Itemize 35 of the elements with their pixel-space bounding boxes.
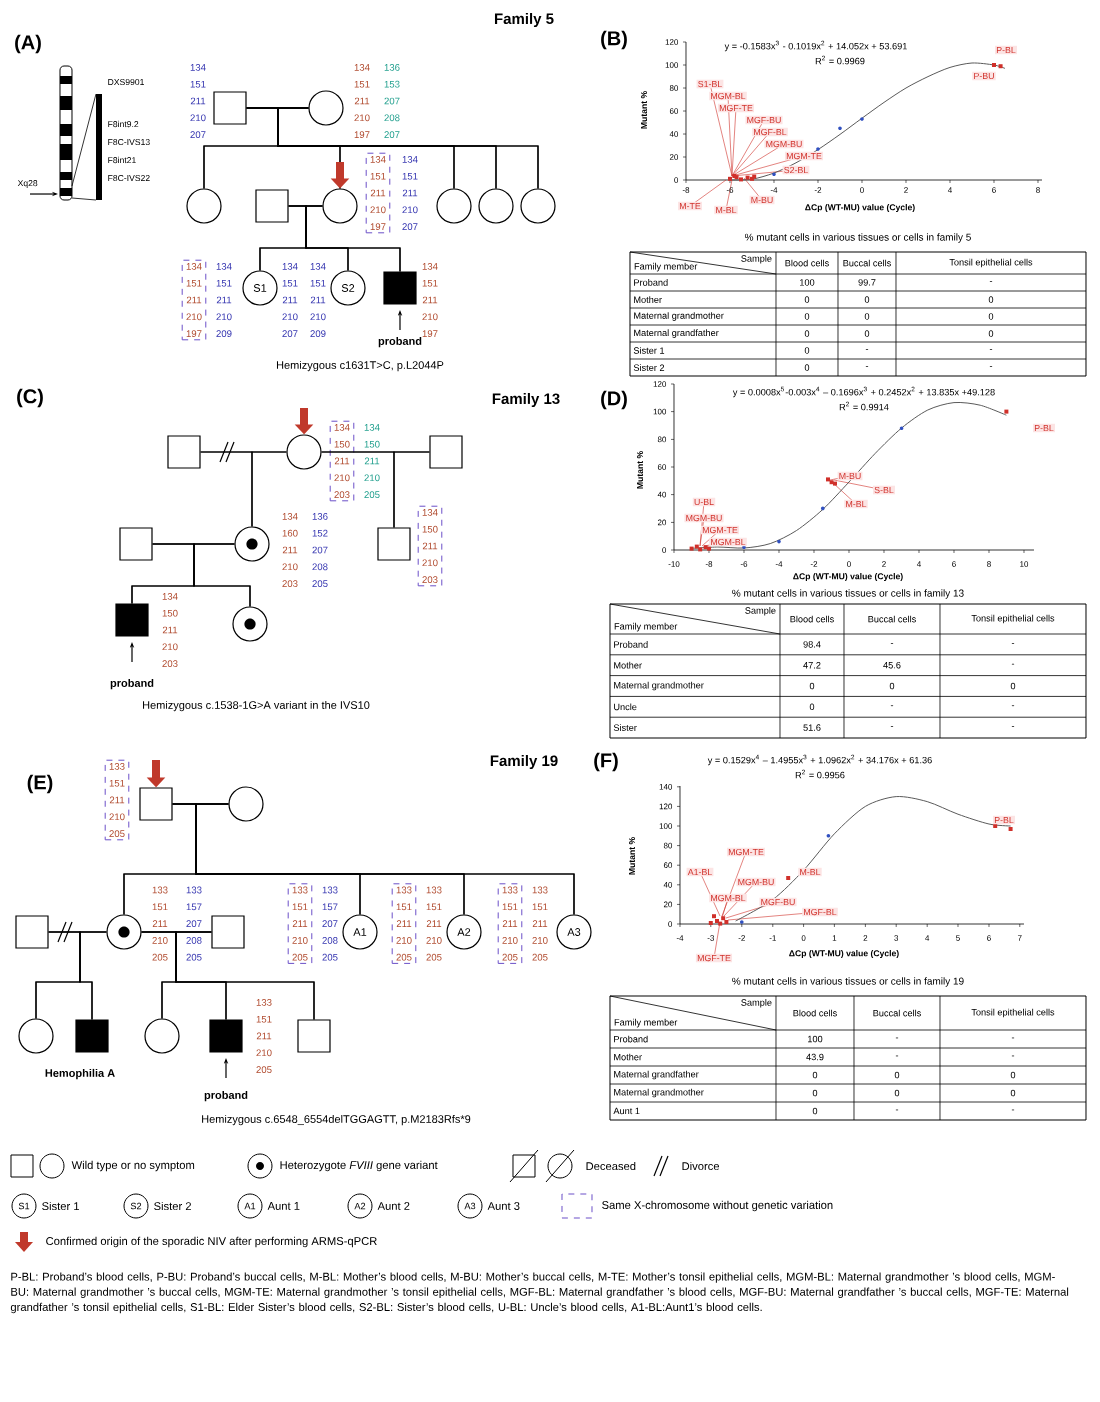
panel-letter: (A)	[15, 34, 41, 54]
square-symbol	[297, 1019, 331, 1053]
circle-symbol	[286, 434, 322, 470]
descent-line	[251, 451, 287, 527]
square-symbol	[139, 787, 173, 821]
circle-symbol	[436, 188, 472, 224]
carrier-circle	[232, 606, 268, 642]
panel-letter: (C)	[17, 388, 43, 408]
panel-letter: (F)	[594, 752, 618, 772]
circle-symbol	[308, 90, 344, 126]
descent-line	[79, 931, 107, 1020]
circle-symbol	[228, 786, 264, 822]
square-symbol	[167, 435, 201, 469]
descent-line	[305, 205, 401, 272]
square-symbol	[429, 435, 463, 469]
square-symbol	[255, 189, 289, 223]
square-symbol	[211, 915, 245, 949]
square-symbol	[213, 91, 247, 125]
circle-symbol	[520, 188, 556, 224]
descent-line	[393, 451, 430, 528]
panel-letter: (B)	[601, 30, 627, 50]
circle-symbol	[18, 1018, 54, 1054]
square-symbol	[15, 915, 49, 949]
circle-symbol	[144, 1018, 180, 1054]
panel-letter: (E)	[27, 774, 53, 794]
circle-symbol	[322, 188, 358, 224]
circle-symbol	[478, 188, 514, 224]
square-symbol	[119, 527, 153, 561]
descent-line	[193, 543, 251, 607]
square-symbol	[377, 527, 411, 561]
carrier-circle	[234, 526, 270, 562]
circle-symbol	[186, 188, 222, 224]
carrier-circle	[106, 914, 142, 950]
panel-letter: (D)	[601, 390, 627, 410]
descent-line	[175, 931, 315, 1020]
